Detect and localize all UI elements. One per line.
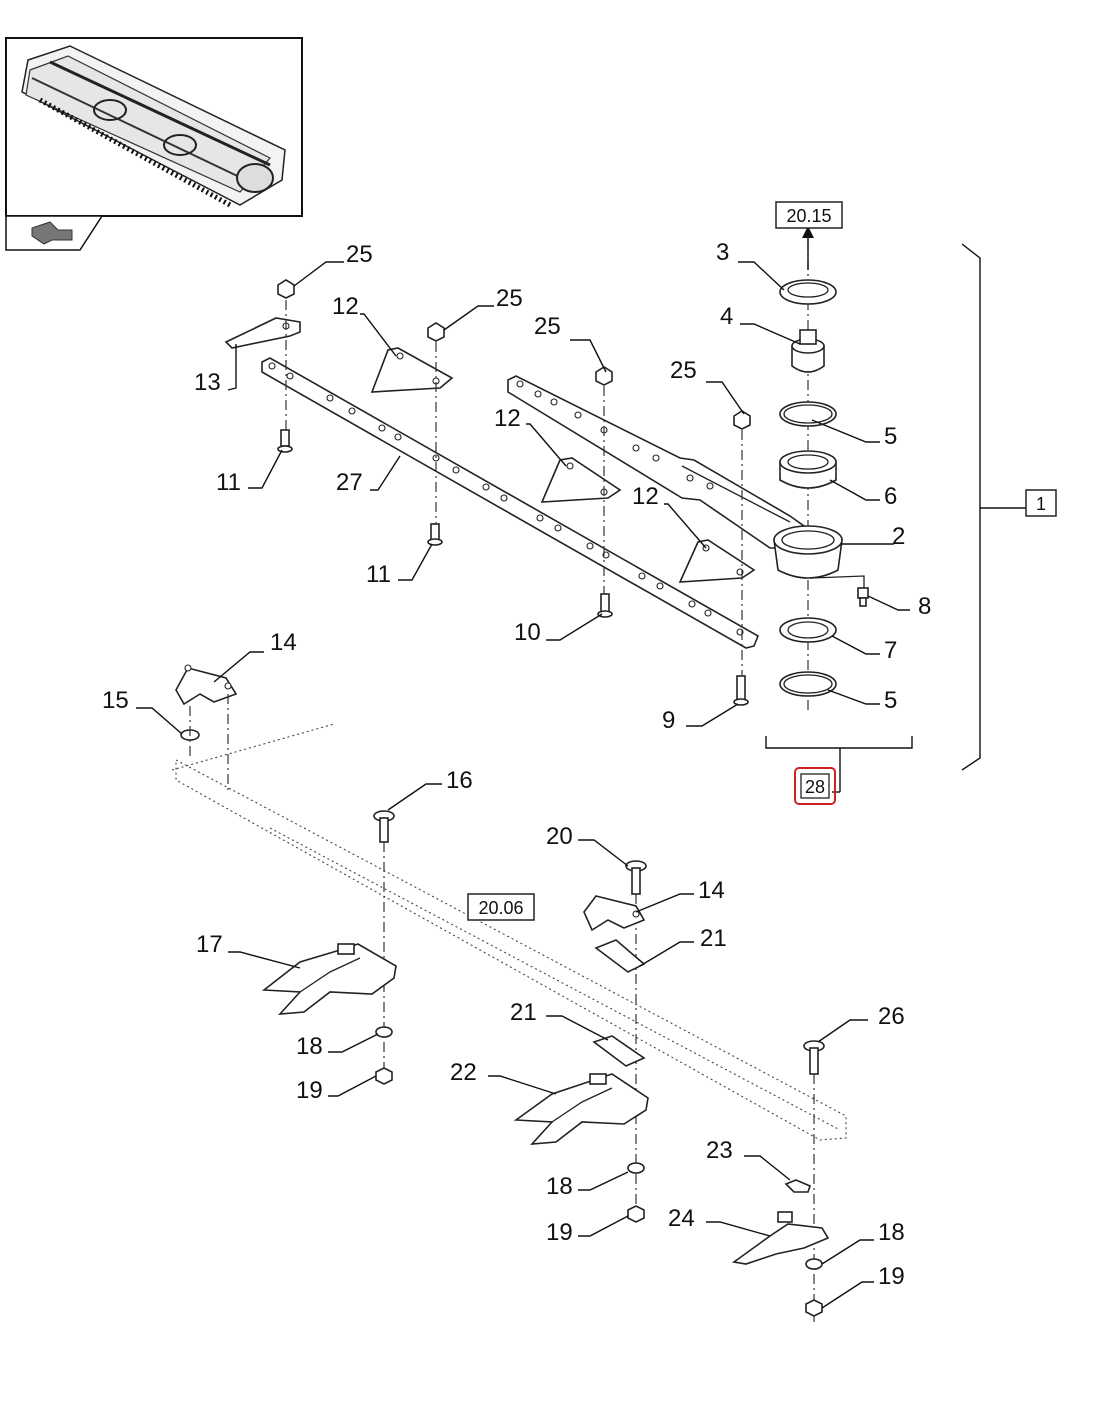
bolt-9[interactable]	[733, 675, 749, 706]
nut-19-a[interactable]	[375, 1067, 393, 1085]
housing-2[interactable]	[773, 525, 843, 579]
nav-tab[interactable]	[5, 215, 104, 251]
callout-19: 19	[296, 1077, 323, 1104]
callout-23: 23	[706, 1137, 733, 1164]
callout-27: 27	[336, 469, 363, 496]
callout-7: 7	[884, 637, 897, 664]
seal-3[interactable]	[779, 279, 837, 305]
bearing-6[interactable]	[779, 450, 837, 489]
nut-19-b[interactable]	[627, 1205, 645, 1223]
callout-1: 1	[1036, 494, 1046, 514]
bolt-26[interactable]	[803, 1040, 825, 1075]
callout-10: 10	[514, 619, 541, 646]
plate-12-c[interactable]	[678, 539, 756, 583]
nut-25-c[interactable]	[595, 366, 613, 386]
callout-3: 3	[716, 239, 729, 266]
snap-ring-5-bottom[interactable]	[779, 671, 837, 697]
shim-23[interactable]	[784, 1179, 811, 1193]
bolt-11-a[interactable]	[277, 429, 293, 453]
guard-17[interactable]	[261, 943, 397, 1015]
callout-28: 28	[805, 777, 825, 797]
callout-12: 12	[632, 483, 659, 510]
header-overview-icon	[21, 45, 286, 208]
callout-18: 18	[878, 1219, 905, 1246]
item-1-box[interactable]: 1	[1025, 489, 1057, 517]
spacer-21-a[interactable]	[594, 939, 646, 973]
bolt-16[interactable]	[373, 810, 395, 843]
plate-13[interactable]	[224, 317, 301, 349]
callout-4: 4	[720, 303, 733, 330]
callout-18: 18	[296, 1033, 323, 1060]
leader-lines	[136, 261, 910, 1309]
callout-8: 8	[918, 593, 931, 620]
callout-19: 19	[546, 1219, 573, 1246]
clip-14-b[interactable]	[583, 895, 646, 932]
callout-25: 25	[534, 313, 561, 340]
bar-27[interactable]	[261, 357, 760, 649]
washer-18-a[interactable]	[375, 1026, 393, 1038]
nut-25-b[interactable]	[427, 322, 445, 342]
ref-box-top[interactable]: 20.15	[775, 201, 843, 229]
bolt-20[interactable]	[625, 860, 647, 895]
callout-25: 25	[346, 241, 373, 268]
callout-labels: 25 25 25 25 12 12 12 13 11 11 27 10 9 3 …	[102, 239, 931, 1290]
callout-13: 13	[194, 369, 221, 396]
washer-18-b[interactable]	[627, 1162, 645, 1174]
callout-20: 20	[546, 823, 573, 850]
callout-5: 5	[884, 687, 897, 714]
guard-24[interactable]	[731, 1211, 830, 1265]
callout-18: 18	[546, 1173, 573, 1200]
callout-9: 9	[662, 707, 675, 734]
bar-27-holes	[268, 362, 744, 636]
snap-ring-5-top[interactable]	[779, 401, 837, 427]
spacer-21-b[interactable]	[592, 1035, 646, 1067]
bolt-10[interactable]	[597, 593, 613, 618]
guard-22[interactable]	[513, 1073, 649, 1145]
callout-17: 17	[196, 931, 223, 958]
bracket-28	[765, 736, 913, 793]
grease-fitting-8[interactable]	[811, 575, 869, 607]
callout-24: 24	[668, 1205, 695, 1232]
callout-6: 6	[884, 483, 897, 510]
callout-5: 5	[884, 423, 897, 450]
callout-26: 26	[878, 1003, 905, 1030]
ref-box-mid[interactable]: 20.06	[467, 893, 535, 921]
hub-4[interactable]	[791, 329, 825, 373]
nut-19-c[interactable]	[805, 1299, 823, 1317]
ref-mid-text: 20.06	[478, 898, 523, 918]
callout-11: 11	[216, 469, 241, 496]
item-28-box[interactable]: 28	[794, 767, 836, 805]
arrow-up	[802, 226, 814, 270]
nut-25-d[interactable]	[733, 410, 751, 430]
callout-2: 2	[892, 523, 905, 550]
callout-25: 25	[496, 285, 523, 312]
bolt-11-b[interactable]	[427, 523, 443, 546]
callout-15: 15	[102, 687, 129, 714]
plate-12-b[interactable]	[540, 457, 622, 503]
nut-25-a[interactable]	[277, 279, 295, 299]
bracket-1	[961, 243, 1026, 771]
overview-thumbnail[interactable]	[5, 37, 303, 217]
plate-12-a[interactable]	[370, 347, 454, 393]
washer-7[interactable]	[779, 617, 837, 643]
callout-25: 25	[670, 357, 697, 384]
callout-12: 12	[494, 405, 521, 432]
callout-21: 21	[700, 925, 727, 952]
guard-bar-ghost	[171, 723, 847, 1141]
callout-21: 21	[510, 999, 537, 1026]
callout-19: 19	[878, 1263, 905, 1290]
callout-22: 22	[450, 1059, 477, 1086]
callout-12: 12	[332, 293, 359, 320]
navigate-back-arrow-icon	[31, 221, 73, 245]
ref-top-text: 20.15	[786, 206, 831, 226]
callout-14: 14	[698, 877, 725, 904]
callout-14: 14	[270, 629, 297, 656]
callout-11: 11	[366, 561, 391, 588]
callout-16: 16	[446, 767, 473, 794]
washer-18-c[interactable]	[805, 1258, 823, 1270]
